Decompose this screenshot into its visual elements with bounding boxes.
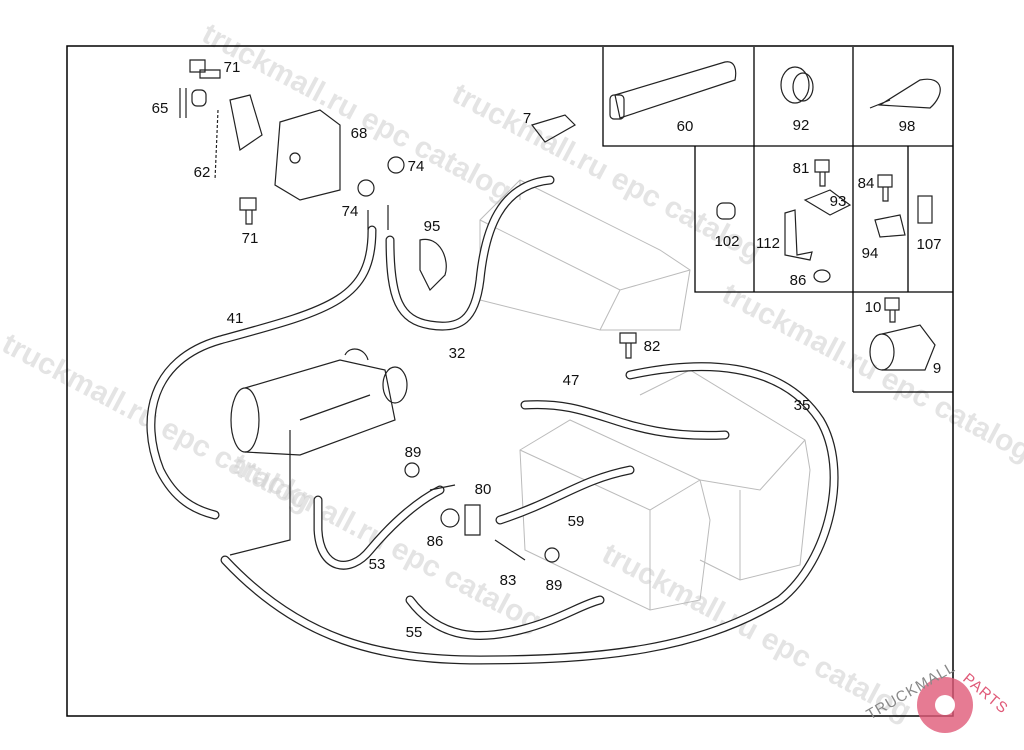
callout-label: 47 [563,372,580,389]
diagram-frame [66,45,954,717]
small-parts [179,59,637,563]
callout-label: 93 [830,193,847,210]
callout-label: 80 [475,481,492,498]
inset-parts [609,61,941,371]
starter-motor [229,348,408,556]
battery-rear [479,179,691,331]
callout-label: 92 [793,117,810,134]
callout-label: 89 [546,577,563,594]
callout-label: 81 [793,160,810,177]
callout-label: 95 [424,218,441,235]
callout-label: 112 [756,235,780,252]
callout-label: 7 [523,110,531,127]
callout-label: 83 [500,572,517,589]
callout-label: 84 [858,175,875,192]
watermark-text: truckmall.ru epc catalog [597,537,917,728]
callout-label: 89 [405,444,422,461]
callout-label: 9 [933,360,941,377]
callout-label: 55 [406,624,423,641]
callout-label: 71 [224,59,241,76]
truckmall-parts-logo: TRUCKMALL PARTS [864,659,1011,733]
callout-labels: 71 65 62 68 74 74 71 7 95 41 32 82 47 35 89 80 59 86 53 83 8… [152,59,942,641]
callout-label: 71 [242,230,259,247]
callout-label: 98 [899,118,916,135]
callout-label: 65 [152,100,169,117]
callout-label: 86 [790,272,807,289]
callout-label: 60 [677,118,694,135]
callout-label: 107 [916,236,941,253]
callout-label: 82 [644,338,661,355]
callout-label: 94 [862,245,879,262]
callout-label: 102 [714,233,739,250]
battery-right [639,369,811,581]
callout-label: 74 [408,158,425,175]
callout-label: 68 [351,125,368,142]
callout-label: 10 [865,299,882,316]
callout-label: 35 [794,397,811,414]
callout-label: 62 [194,164,211,181]
callout-label: 53 [369,556,386,573]
callout-label: 86 [427,533,444,550]
callout-label: 41 [227,310,244,327]
inset-boxes [602,47,953,393]
callout-label: 74 [342,203,359,220]
battery-left [519,419,711,611]
callout-label: 32 [449,345,466,362]
callout-label: 59 [568,513,585,530]
cables [146,175,839,665]
watermarks: truckmall.ru epc catalog truckmall.ru ep… [0,17,1024,728]
